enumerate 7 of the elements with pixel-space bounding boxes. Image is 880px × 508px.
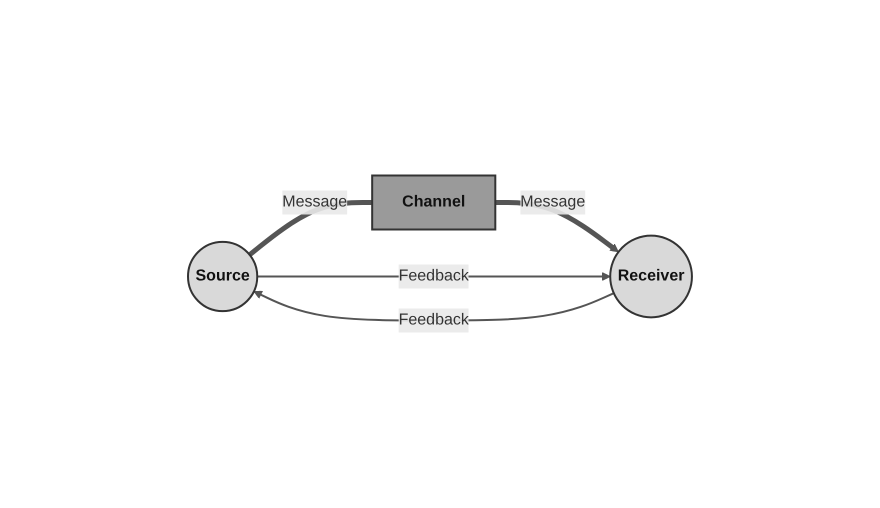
node-circle: Source xyxy=(187,240,258,312)
edge-label: Message xyxy=(520,194,586,210)
node-circle: Receiver xyxy=(609,234,693,318)
node-box: Channel xyxy=(371,174,496,230)
edge-label: Message xyxy=(282,194,348,210)
edge-label: Feedback xyxy=(398,312,469,328)
edge-label: Feedback xyxy=(398,268,469,284)
